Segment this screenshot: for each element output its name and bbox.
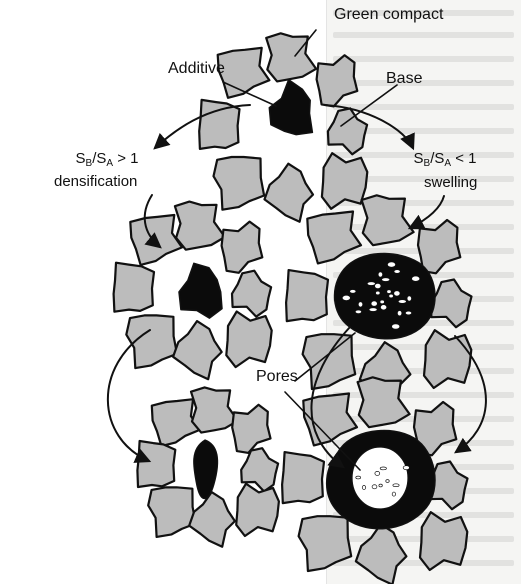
swelling-pore <box>342 295 350 300</box>
residual-pore <box>386 480 389 483</box>
swelling-state-base-particle <box>362 195 414 245</box>
green-compact-base-particle <box>328 108 367 154</box>
swelling-pore <box>367 282 375 286</box>
residual-pore <box>372 485 377 489</box>
swelling-pore <box>380 300 384 304</box>
densifying-additive-particle <box>179 263 222 318</box>
neck-additive-channel <box>194 440 218 499</box>
swelling-state-base-particle <box>418 220 460 273</box>
swelling-pore <box>394 291 400 296</box>
left-ratio-formula: SB/SA > 1 <box>76 150 139 167</box>
densification-state-base-particle <box>114 263 154 312</box>
swelling-pore <box>397 311 401 316</box>
residual-pore <box>403 466 409 470</box>
swelling-pore <box>380 305 386 310</box>
swelling-state-base-particle <box>307 212 361 264</box>
swelling-pore <box>387 262 395 267</box>
porous-state-base-particle <box>299 516 352 571</box>
green-compact-base-particle <box>266 33 316 81</box>
green-compact-base-particle <box>218 48 270 98</box>
additive-label: Additive <box>168 60 225 78</box>
dense-final-base-particle <box>191 387 238 432</box>
residual-pore <box>356 476 361 479</box>
swelling-pore <box>394 270 400 274</box>
ratio-comparison: > 1 <box>113 150 138 167</box>
green-compact-base-particle <box>265 164 314 222</box>
green-compact-base-particle <box>322 153 367 209</box>
ratio-comparison: < 1 <box>451 150 476 167</box>
right-ratio-formula: SB/SA < 1 <box>414 150 477 167</box>
dense-final-base-particle <box>236 484 279 536</box>
residual-pore <box>375 471 380 475</box>
base-label: Base <box>386 70 422 88</box>
porous-state-base-particle <box>282 452 324 503</box>
densification-state-base-particle <box>173 321 222 379</box>
dense-final-base-particle <box>148 487 196 537</box>
residual-pore <box>379 484 382 487</box>
densification-state-base-particle <box>130 215 182 265</box>
swelling-pore <box>376 291 380 295</box>
porous-state-base-particle <box>420 512 467 570</box>
densification-state-base-particle <box>175 202 225 250</box>
swelling-state-base-particle <box>303 334 356 389</box>
residual-pore <box>380 467 386 470</box>
swelling-pore <box>392 324 400 329</box>
porous-state-base-particle <box>356 524 407 584</box>
swelling-pore <box>358 302 362 307</box>
swelling-pore <box>350 290 356 294</box>
pores-label: Pores <box>256 368 298 386</box>
densification-state-base-particle <box>232 271 271 317</box>
swelling-state-base-particle <box>424 330 471 388</box>
right-down-arrow <box>410 196 444 228</box>
residual-pore <box>362 485 365 489</box>
dense-final-base-particle <box>232 405 270 453</box>
densification-state-base-particle <box>226 312 271 368</box>
residual-pore <box>393 484 399 487</box>
ratio-divider: /S <box>430 150 444 167</box>
swelling-pore <box>387 290 391 294</box>
green-compact-label: Green compact <box>334 6 443 24</box>
green-compact-base-particle <box>317 55 358 106</box>
densification-label: densification <box>54 173 137 190</box>
swelling-pore <box>355 310 361 314</box>
swelling-state-base-particle <box>431 280 472 328</box>
left-ratio-condition: SB/SA > 1 <box>52 150 162 170</box>
ratio-symbol: S <box>414 150 424 167</box>
swelling-pore <box>398 300 406 304</box>
green-compact-base-particle <box>214 157 265 210</box>
swelling-pore <box>382 278 390 282</box>
residual-pore <box>392 492 395 496</box>
porous-state-base-particle <box>358 377 410 427</box>
densification-state-base-particle <box>222 222 263 273</box>
dense-final-base-particle <box>189 492 235 547</box>
swelling-pore <box>389 294 393 298</box>
swelling-pore <box>369 308 377 312</box>
swelling-pore <box>371 301 377 306</box>
swelling-pore <box>412 276 420 281</box>
central-additive-particle <box>269 80 312 135</box>
swelling-pore <box>407 296 411 301</box>
dense-final-base-particle <box>137 441 175 487</box>
ratio-symbol: S <box>76 150 86 167</box>
swelling-pore <box>378 272 382 277</box>
ratio-divider: /S <box>92 150 106 167</box>
swelling-label: swelling <box>424 174 477 191</box>
right-ratio-condition: SB/SA < 1 <box>390 150 500 170</box>
swelling-state-base-particle <box>286 270 328 321</box>
swelling-pore <box>405 311 411 315</box>
